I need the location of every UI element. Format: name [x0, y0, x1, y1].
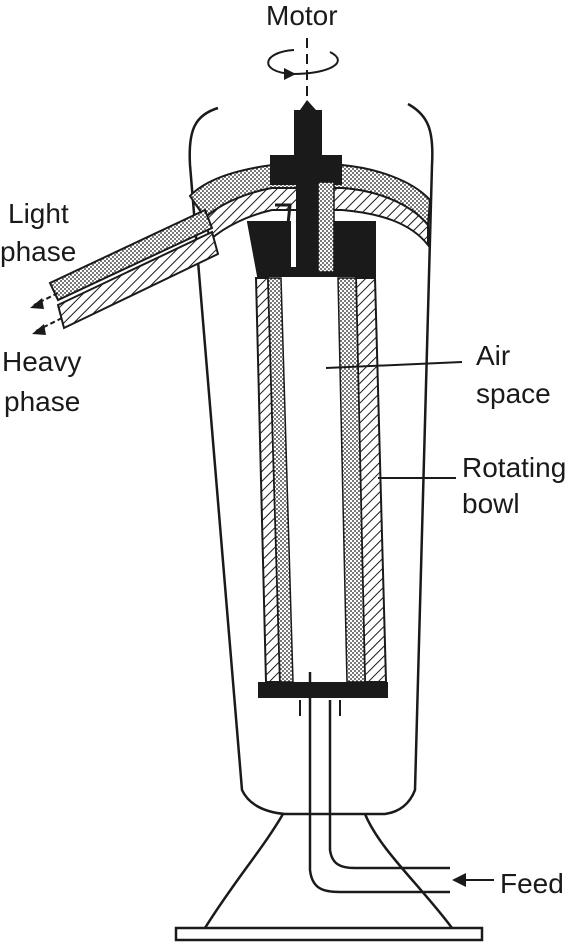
hatched-cover-layer — [203, 187, 429, 248]
rotating-bowl-label-line-2: bowl — [462, 488, 520, 519]
light-phase-label-line-1: Light — [8, 198, 69, 229]
heavy-phase-label-line-2: phase — [4, 386, 81, 417]
light-phase-label-line-2: phase — [0, 236, 77, 267]
outer-housing — [188, 102, 434, 816]
feed-arrow — [452, 873, 494, 887]
heavy-phase-outlet — [56, 230, 220, 330]
feed-pipe — [299, 672, 450, 894]
light-phase-arrow — [30, 292, 59, 309]
feed-label: Feed — [500, 868, 564, 899]
rotating-bowl — [246, 221, 388, 698]
heavy-phase-label-line-1: Heavy — [2, 346, 82, 377]
motor-label: Motor — [266, 0, 338, 31]
light-phase-outlet — [48, 208, 214, 302]
air-space-label-line-1: Air — [476, 340, 511, 371]
air-space-leader-line — [325, 361, 463, 369]
rotating-bowl-label-line-1: Rotating — [462, 452, 567, 483]
drive-shaft — [270, 100, 342, 273]
motor-rotation-arrow — [267, 49, 339, 80]
heavy-phase-arrow — [32, 317, 63, 335]
base-pedestal — [174, 813, 484, 942]
air-space-label-line-2: space — [476, 378, 551, 409]
